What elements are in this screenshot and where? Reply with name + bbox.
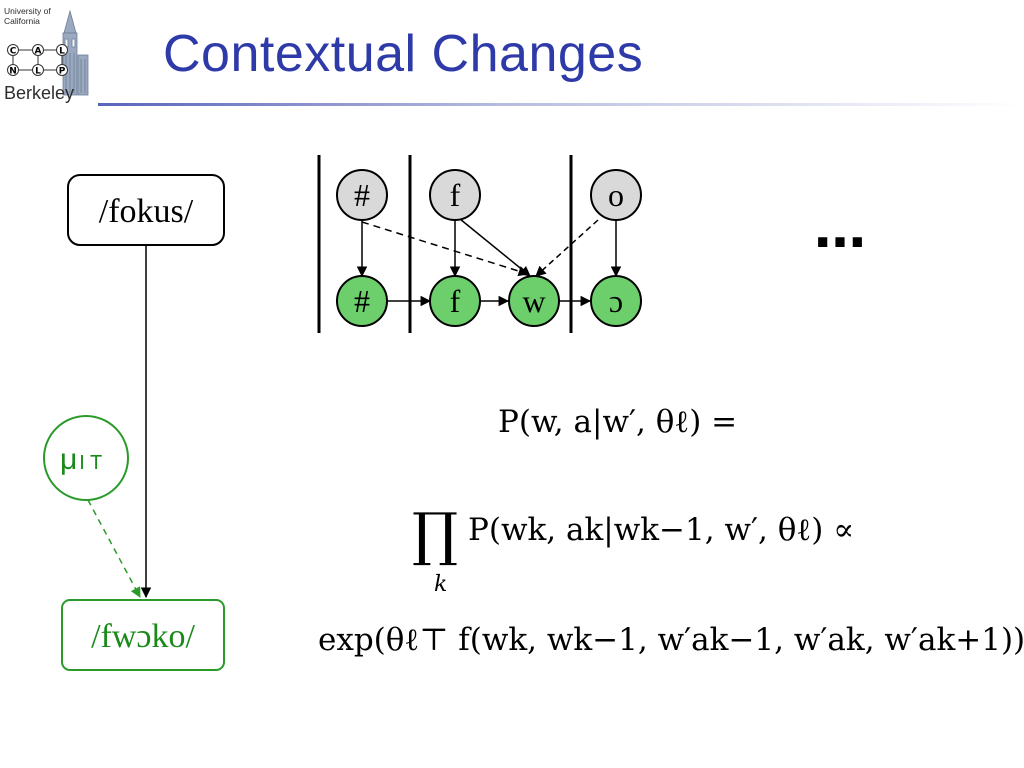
bottom-node-w	[508, 275, 560, 327]
logo-line2: California	[4, 16, 40, 26]
top-node-hash	[336, 169, 388, 221]
ellipsis: …	[814, 200, 870, 260]
logo-letter-c: C	[10, 47, 17, 57]
mu-influence-arrow	[87, 499, 141, 598]
product-index: k	[434, 572, 448, 597]
logo-letter-n: N	[9, 67, 17, 77]
bottom-node-hash-label: #	[354, 283, 370, 319]
mu-node	[43, 415, 129, 501]
bottom-node-f-label: f	[450, 283, 461, 319]
source-word-label: /fokus/	[99, 193, 194, 230]
logo-letter-l: L	[59, 47, 65, 57]
logo-line1: University of	[4, 6, 51, 16]
bottom-node-open-o-label: ɔ	[609, 283, 623, 319]
top-node-o-label: o	[608, 177, 624, 213]
equation-3: exp(θℓ⊤ f(wk, wk−1, w′ak−1, w′ak, w′ak+1…	[318, 622, 1024, 658]
title-divider	[98, 103, 1024, 106]
top-node-f-label: f	[450, 177, 461, 213]
slide-title: Contextual Changes	[163, 25, 644, 83]
logo-wordmark: Berkeley	[4, 83, 74, 103]
top-node-hash-label: #	[354, 177, 370, 213]
berkeley-logo: University of California C A L N L P Be	[4, 6, 89, 103]
top-node-f	[429, 169, 481, 221]
arrow-f-to-w	[459, 218, 531, 277]
equation-2: ∏ k P(wk, ak|wk−1, w′, θℓ) ∝	[412, 500, 855, 597]
logo-letter-p: P	[59, 67, 66, 77]
bottom-node-w-label: w	[522, 283, 545, 319]
product-symbol: ∏	[412, 500, 459, 568]
dashed-arrow-o-to-w	[535, 219, 599, 277]
target-word-box	[61, 599, 225, 671]
mu-symbol: μ	[60, 443, 77, 476]
bottom-node-f	[429, 275, 481, 327]
equation-1: P(w, a|w′, θℓ) =	[498, 404, 738, 440]
svg-text:μI T: μI T	[60, 443, 102, 476]
target-word-label: /fwɔko/	[91, 618, 195, 655]
top-node-o	[590, 169, 642, 221]
logo-letter-a: A	[35, 47, 42, 57]
mu-subscript: I T	[79, 452, 102, 474]
dashed-arrow-hash-to-w	[361, 221, 530, 277]
logo-letter-l2: L	[35, 67, 41, 77]
bottom-node-hash	[336, 275, 388, 327]
bottom-node-open-o	[590, 275, 642, 327]
equation-2-body: P(wk, ak|wk−1, w′, θℓ) ∝	[468, 512, 855, 548]
